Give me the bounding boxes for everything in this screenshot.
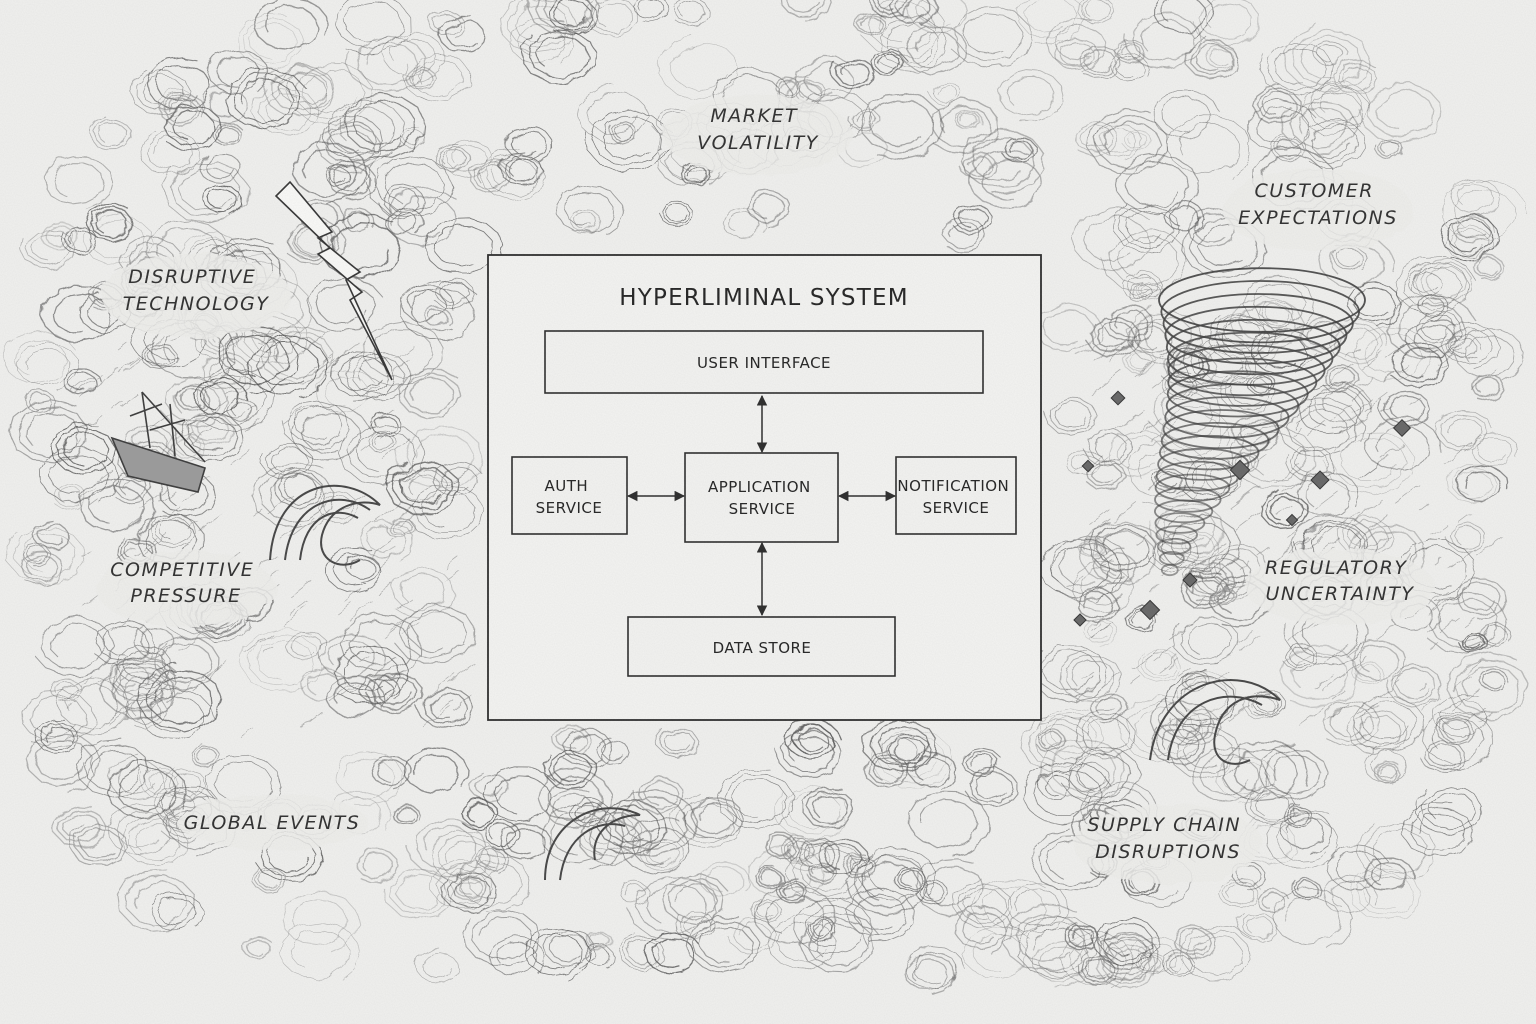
- label-supply-line-2: DISRUPTIONS: [1095, 841, 1241, 863]
- component-user-interface: USER INTERFACE: [544, 330, 984, 394]
- label-global-line-1: GLOBAL EVENTS: [184, 812, 361, 834]
- label-customer-line-2: EXPECTATIONS: [1238, 207, 1398, 229]
- label-competitive-line-2: PRESSURE: [130, 585, 241, 607]
- label-competitive-line-1: COMPETITIVE: [110, 559, 254, 581]
- label-market-line-1: MARKET: [710, 105, 798, 127]
- data-store-label: DATA STORE: [713, 639, 812, 657]
- label-regulatory-line-1: REGULATORY: [1265, 557, 1407, 579]
- auth-service-line-1: AUTH: [545, 477, 589, 495]
- label-global-events: GLOBAL EVENTS: [184, 812, 361, 834]
- label-supply-line-1: SUPPLY CHAIN: [1087, 814, 1241, 836]
- hyperliminal-system-diagram: HYPERLIMINAL SYSTEM USER INTERFACE AUTH …: [487, 254, 1042, 721]
- notification-service-box: [895, 456, 1017, 535]
- component-auth-service: AUTH SERVICE: [511, 456, 628, 535]
- component-notification-service: NOTIFICATION SERVICE: [895, 456, 1017, 535]
- application-service-box: [684, 452, 839, 543]
- auth-service-box: [511, 456, 628, 535]
- label-regulatory-line-2: UNCERTAINTY: [1266, 583, 1415, 605]
- notification-service-line-1: NOTIFICATION: [897, 477, 1009, 495]
- user-interface-label: USER INTERFACE: [697, 354, 831, 372]
- application-service-line-1: APPLICATION: [708, 478, 811, 496]
- application-service-line-2: SERVICE: [729, 500, 796, 518]
- label-disruptive-line-1: DISRUPTIVE: [128, 266, 256, 288]
- component-application-service: APPLICATION SERVICE: [684, 452, 839, 543]
- label-disruptive-line-2: TECHNOLOGY: [123, 293, 270, 315]
- notification-service-line-2: SERVICE: [923, 499, 990, 517]
- auth-service-line-2: SERVICE: [536, 499, 603, 517]
- system-title: HYPERLIMINAL SYSTEM: [619, 285, 909, 311]
- component-data-store: DATA STORE: [627, 616, 896, 677]
- label-customer-line-1: CUSTOMER: [1255, 180, 1374, 202]
- label-market-line-2: VOLATILITY: [697, 132, 819, 154]
